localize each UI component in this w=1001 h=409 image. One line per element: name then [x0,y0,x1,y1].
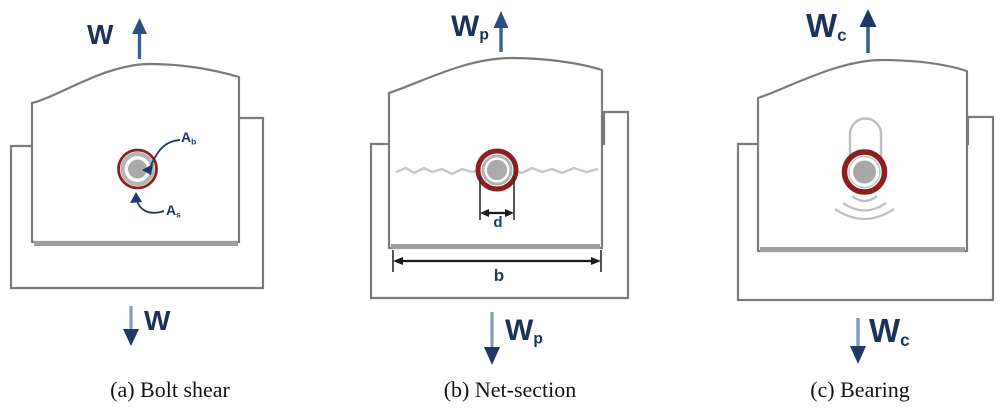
bearing-deformation-arcs [834,195,895,220]
leader-arrowhead [130,192,142,203]
caption-b: (b) Net-section [443,377,577,402]
force-arrow-up [859,9,877,53]
dimension-b [392,250,602,272]
force-label-bottom-c: Wc [869,312,910,351]
bolt-shank [851,158,878,186]
dimension-d [479,176,515,220]
force-arrow-down [850,318,866,364]
bolt [475,148,519,192]
dimension-b-label: b [493,266,505,285]
panel-c-bearing [736,9,995,364]
caption-c: (c) Bearing [810,377,910,402]
bolt [117,148,158,190]
leader-arrowhead [142,164,153,175]
leader-arrow-bolt-area [142,139,181,175]
shear-area-label: As [166,202,181,220]
force-label-top-a: W [87,19,114,50]
force-arrow-up [132,18,147,59]
force-label-bottom-a: W [144,305,171,336]
panel-b-net-section [369,11,630,365]
bolt [841,149,888,195]
force-label-top-b: Wp [451,10,489,44]
force-label-top-c: Wc [806,7,847,46]
bolt-shank [485,158,509,182]
caption-a: (a) Bolt shear [110,377,230,402]
force-arrow-down [484,312,500,365]
leader-arrow-shear-area [130,192,165,214]
dimension-d-label: d [493,214,503,231]
force-label-bottom-b: Wp [505,314,543,348]
force-arrow-up [493,11,509,52]
bolt-area-label: Ab [181,129,197,147]
force-arrow-down [123,306,139,346]
panel-a-bolt-shear [9,18,265,346]
